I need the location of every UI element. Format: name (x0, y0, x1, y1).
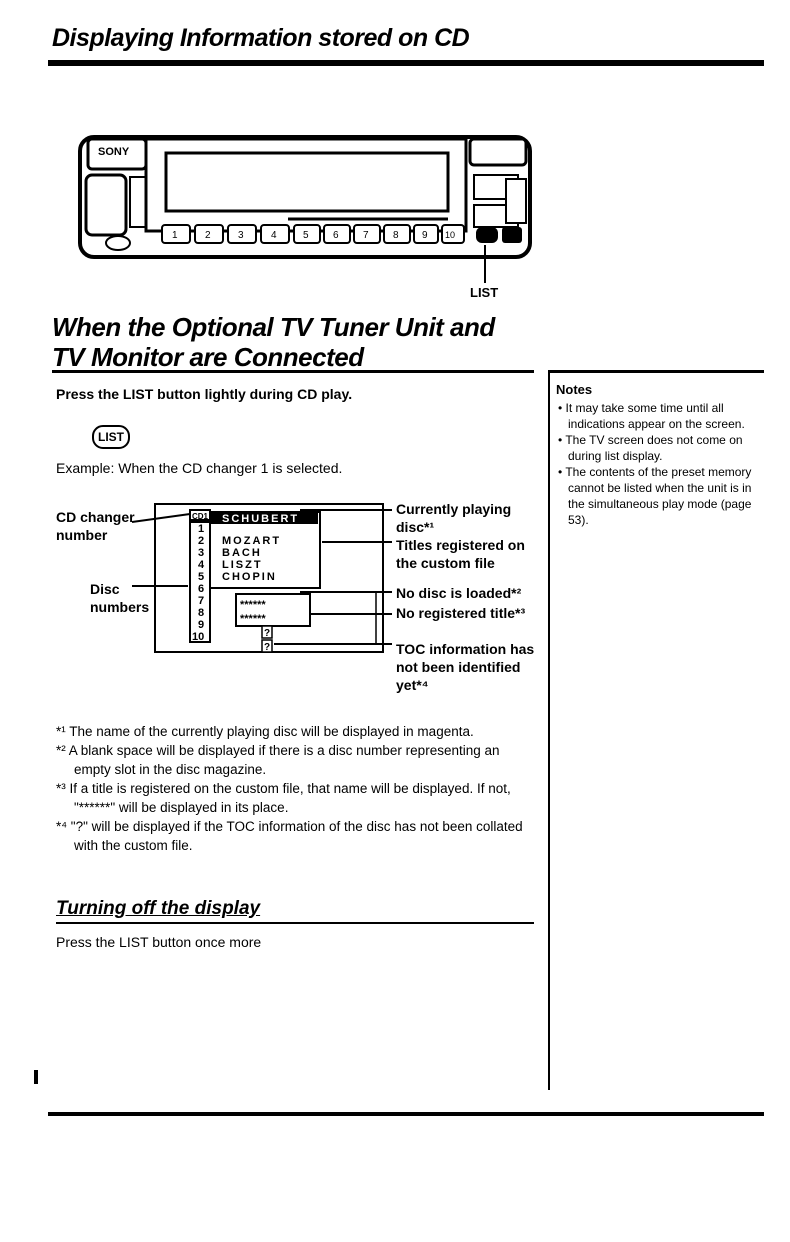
preset-4: 4 (271, 230, 277, 241)
callout-toc: TOC information has not been identified … (396, 641, 535, 693)
disc-num-8: 8 (198, 607, 204, 619)
stars-7: ****** (240, 599, 266, 611)
subsection-rule (52, 370, 534, 373)
turning-off-rule (56, 922, 534, 924)
footnote-4: *⁴ "?" will be displayed if the TOC info… (56, 819, 523, 853)
disc-num-6: 6 (198, 583, 204, 595)
disc-num-1: 1 (198, 523, 204, 535)
disc-num-9: 9 (198, 619, 204, 631)
disc-num-2: 2 (198, 535, 204, 547)
preset-6: 6 (333, 230, 339, 241)
top-rule (48, 60, 764, 66)
note-2: The TV screen does not come on during li… (556, 432, 764, 464)
q-10: ? (264, 642, 270, 653)
list-label: LIST (470, 285, 498, 300)
cd-unit-illustration: SONY 1 2 3 4 5 6 7 8 9 10 LIST (78, 135, 532, 300)
margin-mark (34, 1070, 38, 1084)
q-9: ? (264, 628, 270, 639)
disc-num-5: 5 (198, 571, 204, 583)
title-2: MOZART (222, 535, 281, 547)
disc-num-4: 4 (198, 559, 205, 571)
footer-rule (48, 1112, 764, 1116)
preset-8: 8 (393, 230, 399, 241)
subsection-title-line2: TV Monitor are Connected (52, 342, 364, 372)
title-4: LISZT (222, 559, 263, 571)
preset-2: 2 (205, 230, 211, 241)
footnotes: *¹ The name of the currently playing dis… (56, 722, 536, 855)
callout-titles-registered: Titles registered on the custom file (396, 537, 525, 571)
disc-num-3: 3 (198, 547, 204, 559)
notes-rule (548, 370, 764, 373)
preset-10: 10 (445, 230, 455, 240)
turning-off-title: Turning off the display (56, 898, 261, 919)
footnote-3: *³ If a title is registered on the custo… (56, 781, 511, 815)
callout-cd-changer: CD changer number (56, 509, 135, 543)
preset-5: 5 (303, 230, 309, 241)
callout-disc-numbers: Disc numbers (90, 581, 150, 615)
note-1: It may take some time until all indicati… (556, 400, 764, 432)
example-text: Example: When the CD changer 1 is select… (56, 460, 343, 476)
section-title: Displaying Information stored on CD (52, 24, 470, 52)
preset-buttons: 1 2 3 4 5 6 7 8 9 10 (161, 224, 465, 244)
disc-num-7: 7 (198, 595, 204, 607)
column-divider (548, 370, 550, 1090)
title-3: BACH (222, 547, 262, 559)
disc-num-10: 10 (192, 631, 204, 643)
title-5: CHOPIN (222, 571, 277, 583)
preset-9: 9 (422, 230, 428, 241)
screen-changer: CD1 (192, 512, 209, 521)
subsection-title-line1: When the Optional TV Tuner Unit and (52, 312, 495, 342)
brand-logo: SONY (98, 146, 130, 158)
footnote-2: *² A blank space will be displayed if th… (56, 743, 500, 777)
callout-currently-playing: Currently playing disc*¹ (396, 501, 512, 535)
stars-8: ****** (240, 613, 266, 625)
preset-7: 7 (363, 230, 369, 241)
list-button-icon: LIST (92, 425, 130, 449)
preset-1: 1 (172, 230, 178, 241)
subsection-title: When the Optional TV Tuner Unit and TV M… (52, 312, 495, 372)
notes-heading: Notes (556, 382, 593, 397)
callout-no-disc: No disc is loaded*² (396, 585, 522, 601)
list-button-shape (476, 227, 498, 243)
list-screen-diagram: CD1 1 2 3 4 5 6 7 8 9 10 SCHUBERT MOZART… (131, 503, 392, 653)
footnote-1: *¹ The name of the currently playing dis… (56, 724, 474, 739)
title-1: SCHUBERT (222, 513, 299, 525)
callout-no-title: No registered title*³ (396, 605, 526, 621)
instruction: Press the LIST button lightly during CD … (56, 386, 353, 402)
preset-3: 3 (238, 230, 244, 241)
notes-list: It may take some time until all indicati… (556, 400, 764, 528)
turning-off-text: Press the LIST button once more (56, 934, 262, 950)
note-3: The contents of the preset memory cannot… (556, 464, 764, 528)
